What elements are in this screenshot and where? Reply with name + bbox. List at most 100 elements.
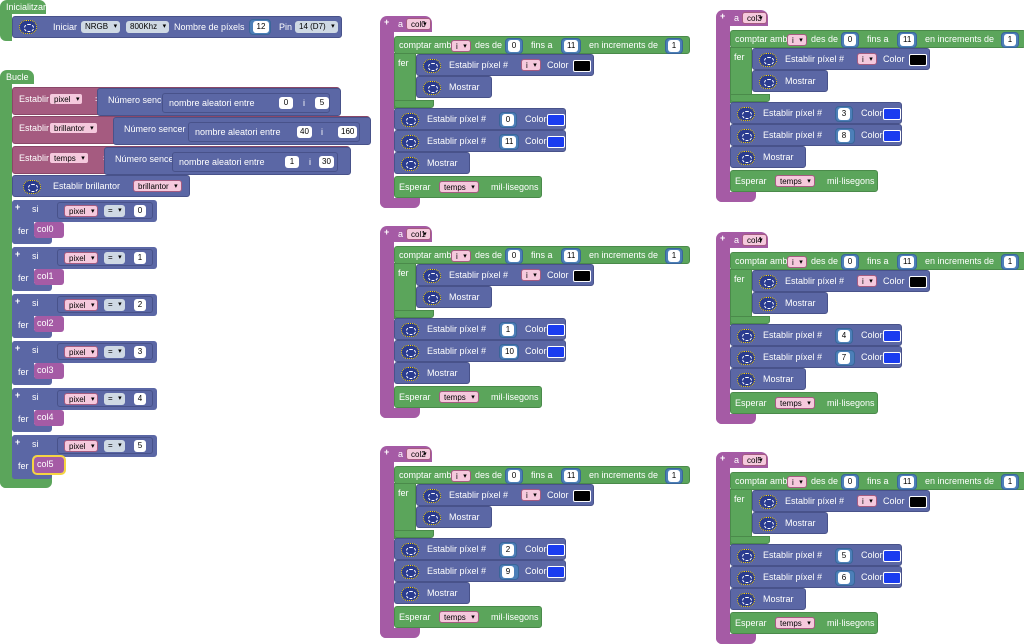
for-loop-header[interactable]: comptar amb i des de 0 fins a 11 en incr… [730,472,1024,490]
compare-value-input[interactable]: 5 [134,440,146,452]
init-hat[interactable]: Inicialitzar [0,0,46,14]
to-input[interactable]: 11 [564,40,579,52]
procedure-block[interactable]: + a col3 comptar amb i des de 0 fins a 1… [716,10,1024,202]
color-swatch[interactable] [547,114,565,126]
color-swatch[interactable] [547,566,565,578]
procedure-call[interactable]: col2 [34,316,64,332]
compare-value-input[interactable]: 1 [134,252,146,264]
loop-variable[interactable]: i [857,53,877,66]
set-variable-statement[interactable]: Establir temps = Número sencer nombre al… [12,146,351,175]
if-block[interactable]: + si pixel = 3 fer col3 [12,341,157,385]
wait-variable[interactable]: temps [439,611,479,624]
add-else-icon[interactable]: + [15,343,21,353]
integer-block[interactable]: Número sencer nombre aleatori entre 0 i … [97,88,341,116]
random-from-input[interactable]: 0 [279,97,293,109]
from-input[interactable]: 0 [844,34,856,46]
set-pixel-statement[interactable]: Establir píxel # i Color [416,264,594,286]
random-from-input[interactable]: 1 [285,156,299,168]
color-swatch[interactable] [883,572,901,584]
variable-dropdown[interactable]: pixel [64,299,99,312]
variable-dropdown[interactable]: temps [49,152,89,165]
procedure-name-input[interactable]: col1 [406,228,431,241]
set-pixel-statement[interactable]: Establir píxel # 2 Color [394,538,566,560]
procedure-call[interactable]: col3 [34,363,64,379]
loop-hat[interactable]: Bucle [0,70,34,84]
pixel-index-input[interactable]: 2 [502,544,514,556]
add-parameter-icon[interactable]: + [720,11,726,21]
for-loop-header[interactable]: comptar amb i des de 0 fins a 11 en incr… [394,36,690,54]
wait-variable[interactable]: temps [775,175,815,188]
wait-variable[interactable]: temps [775,617,815,630]
pixel-index-input[interactable]: 11 [502,136,517,148]
variable-dropdown[interactable]: brillantor [49,122,98,135]
to-input[interactable]: 11 [564,250,579,262]
color-swatch[interactable] [547,346,565,358]
set-pixel-statement[interactable]: Establir píxel # i Color [752,48,930,70]
set-pixel-statement[interactable]: Establir píxel # 0 Color [394,108,566,130]
pin-dropdown[interactable]: 14 (D7) [295,21,338,33]
set-pixel-statement[interactable]: Establir píxel # 6 Color [730,566,902,588]
step-input[interactable]: 1 [1004,256,1016,268]
add-parameter-icon[interactable]: + [384,447,390,457]
variable-dropdown[interactable]: pixel [64,393,99,406]
counter-variable[interactable]: i [451,40,471,53]
step-input[interactable]: 1 [668,40,680,52]
init-block[interactable]: Inicialitzar Iniciar NRGB 800Khz Nombre … [0,0,346,44]
compare-value-input[interactable]: 4 [134,393,146,405]
for-loop-header[interactable]: comptar amb i des de 0 fins a 11 en incr… [394,466,690,484]
procedure-name-input[interactable]: col2 [406,448,431,461]
wait-variable[interactable]: temps [439,391,479,404]
color-swatch[interactable] [547,136,565,148]
step-input[interactable]: 1 [1004,476,1016,488]
set-pixel-statement[interactable]: Establir píxel # i Color [752,490,930,512]
random-number-block[interactable]: nombre aleatori entre 40 i 160 [188,122,360,142]
counter-variable[interactable]: i [451,250,471,263]
set-pixel-statement[interactable]: Establir píxel # i Color [752,270,930,292]
random-number-block[interactable]: nombre aleatori entre 0 i 5 [162,93,330,113]
pixel-index-input[interactable]: 8 [838,130,850,142]
if-block[interactable]: + si pixel = 1 fer col1 [12,247,157,291]
procedure-block[interactable]: + a col0 comptar amb i des de 0 fins a 1… [380,16,690,208]
pixel-index-input[interactable]: 0 [502,114,514,126]
add-parameter-icon[interactable]: + [384,17,390,27]
procedure-name-input[interactable]: col3 [742,12,767,25]
pixel-index-input[interactable]: 1 [502,324,514,336]
wait-variable[interactable]: temps [775,397,815,410]
show-statement[interactable]: Mostrar [416,286,492,308]
from-input[interactable]: 0 [508,40,520,52]
loop-variable[interactable]: i [521,59,541,72]
color-swatch[interactable] [883,130,901,142]
loop-variable[interactable]: i [857,495,877,508]
variable-dropdown[interactable]: pixel [49,93,84,106]
integer-block[interactable]: Número sencer nombre aleatori entre 1 i … [104,147,351,175]
color-swatch[interactable] [909,276,927,288]
if-block[interactable]: + si pixel = 4 fer col4 [12,388,157,432]
procedure-call[interactable]: col1 [34,269,64,285]
add-else-icon[interactable]: + [15,296,21,306]
compare-block[interactable]: pixel = 1 [57,249,153,266]
show-statement[interactable]: Mostrar [752,512,828,534]
procedure-call[interactable]: col5 [32,455,66,475]
operator-dropdown[interactable]: = [104,440,125,452]
pixel-index-input[interactable]: 9 [502,566,514,578]
frequency-dropdown[interactable]: 800Khz [126,21,170,33]
add-else-icon[interactable]: + [15,437,21,447]
random-to-input[interactable]: 160 [338,126,358,138]
from-input[interactable]: 0 [508,250,520,262]
loop-block[interactable]: Bucle Establir pixel = Número sencer nom… [0,70,375,490]
set-pixel-statement[interactable]: Establir píxel # 9 Color [394,560,566,582]
show-statement[interactable]: Mostrar [394,152,470,174]
set-pixel-statement[interactable]: Establir píxel # 4 Color [730,324,902,346]
wait-statement[interactable]: Esperar temps mil·lisegons [730,170,878,192]
operator-dropdown[interactable]: = [104,346,125,358]
compare-block[interactable]: pixel = 0 [57,202,153,219]
random-to-input[interactable]: 30 [319,156,334,168]
integer-block[interactable]: Número sencer nombre aleatori entre 40 i… [113,117,371,145]
color-swatch[interactable] [909,54,927,66]
operator-dropdown[interactable]: = [104,205,125,217]
wait-statement[interactable]: Esperar temps mil·lisegons [394,176,542,198]
wait-statement[interactable]: Esperar temps mil·lisegons [394,606,542,628]
if-block[interactable]: + si pixel = 5 fer col5 [12,435,157,479]
variable-dropdown[interactable]: pixel [64,205,99,218]
compare-value-input[interactable]: 0 [134,205,146,217]
